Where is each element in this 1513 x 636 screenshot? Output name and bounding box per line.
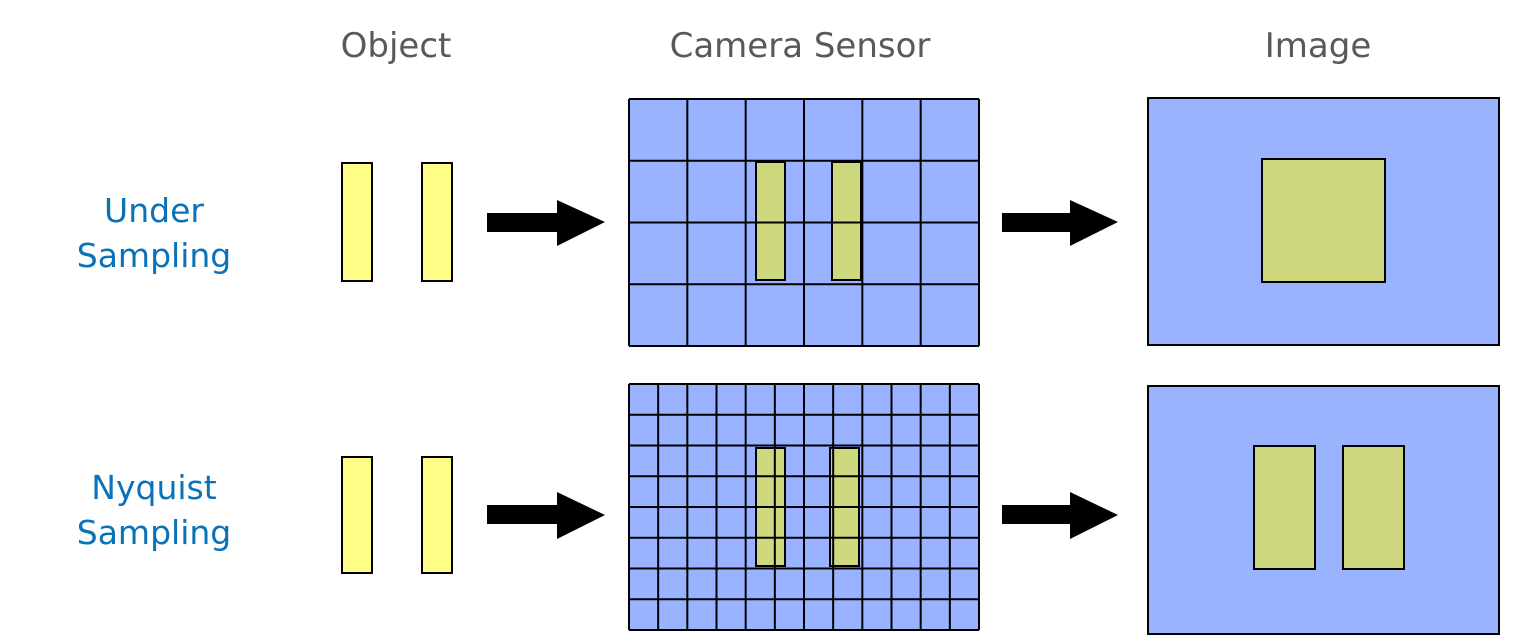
image-background <box>1147 385 1500 635</box>
object-bar-left <box>341 456 373 574</box>
row-label-line2: Sampling <box>77 513 231 552</box>
right-arrow-icon <box>1002 200 1118 246</box>
sensor-overlay-bar-left <box>755 161 786 281</box>
output-image-under <box>1147 97 1500 346</box>
row-nyquist-sampling: Nyquist Sampling <box>77 383 1500 635</box>
image-resolved-block-right <box>1342 445 1405 570</box>
header-image: Image <box>1265 26 1371 66</box>
row-label-line2: Sampling <box>77 236 231 275</box>
object-bar-right <box>421 456 453 574</box>
image-resolved-block-left <box>1253 445 1316 570</box>
sensor-overlay-bar-right <box>831 161 862 281</box>
right-arrow-icon <box>1002 492 1118 539</box>
object-bar-left <box>341 162 373 282</box>
row-under-sampling: Under Sampling <box>77 97 1500 347</box>
output-image-nyquist <box>1147 385 1500 635</box>
camera-sensor-coarse <box>628 98 980 347</box>
sensor-grid-lines <box>628 98 980 347</box>
image-merged-block <box>1261 158 1386 283</box>
sensor-grid-lines <box>628 383 980 631</box>
header-object: Object <box>341 26 452 66</box>
object-bars <box>341 456 453 574</box>
right-arrow-icon <box>487 492 605 539</box>
row-label-line1: Under <box>104 191 204 230</box>
row-label-line1: Nyquist <box>91 468 216 507</box>
camera-sensor-fine <box>628 383 980 631</box>
right-arrow-icon <box>487 200 605 246</box>
header-camera-sensor: Camera Sensor <box>670 26 931 66</box>
object-bars <box>341 162 453 282</box>
object-bar-right <box>421 162 453 282</box>
